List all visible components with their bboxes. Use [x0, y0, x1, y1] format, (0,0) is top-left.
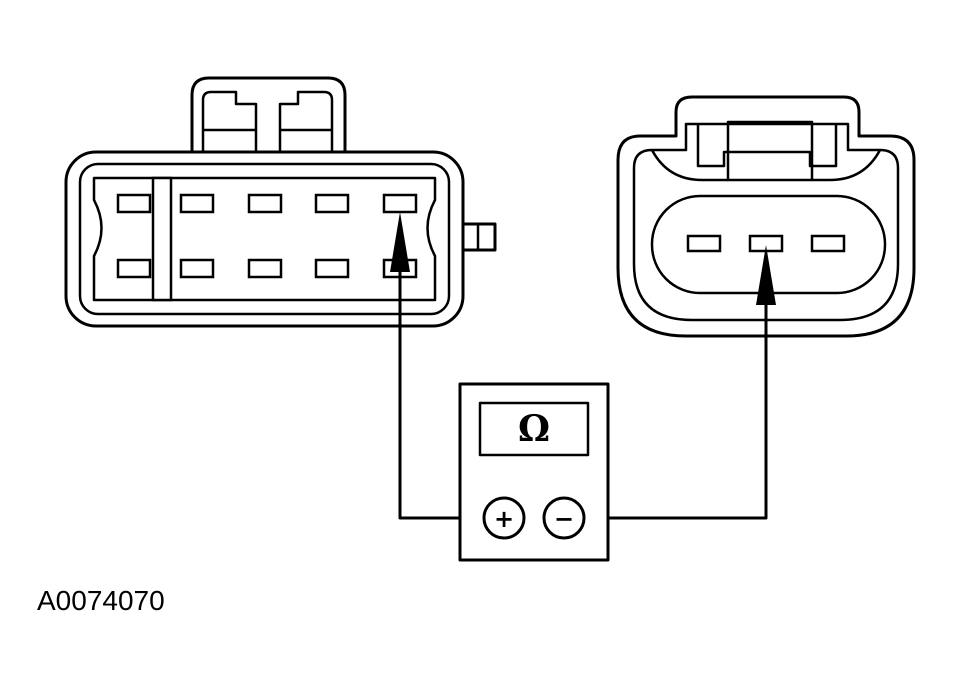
left-connector-key-bar — [151, 176, 173, 302]
ohmmeter-display — [478, 401, 590, 457]
left-pin-top-4 — [314, 193, 350, 214]
negative-test-lead — [582, 245, 776, 520]
positive-probe-tip-icon — [390, 212, 410, 272]
left-connector-lock-tab — [190, 76, 347, 152]
negative-terminal-icon — [542, 496, 586, 540]
ohmmeter: Ω + − — [458, 382, 610, 562]
right-pin-1 — [686, 234, 722, 253]
left-connector-10-pin — [64, 76, 497, 328]
positive-terminal-label: + — [494, 505, 514, 533]
left-pin-bottom-3 — [247, 258, 283, 279]
right-connector-inner-outline — [632, 122, 900, 322]
left-pin-top-5 — [382, 193, 418, 214]
left-pin-bottom-2 — [179, 258, 215, 279]
right-connector-latch — [696, 124, 838, 168]
left-pin-top-2 — [179, 193, 215, 214]
negative-lead-wire — [582, 293, 768, 520]
right-connector-housing — [616, 95, 916, 338]
left-connector-cavity — [92, 176, 437, 302]
positive-terminal-icon — [482, 496, 526, 540]
left-connector-lock-detail — [201, 90, 334, 152]
ohm-symbol: Ω — [518, 408, 550, 450]
right-connector-latch-window — [726, 120, 814, 182]
right-connector-latch-curve-right — [812, 149, 882, 182]
left-pin-bottom-1 — [116, 258, 152, 279]
left-pin-top-3 — [247, 193, 283, 214]
right-connector-3-pin — [616, 95, 916, 338]
left-pin-top-1 — [116, 193, 152, 214]
negative-terminal-label: − — [554, 505, 574, 533]
right-pin-3 — [810, 234, 846, 253]
positive-test-lead — [390, 212, 486, 520]
negative-probe-tip-icon — [756, 245, 776, 305]
positive-lead-wire — [398, 258, 486, 520]
right-connector-latch-curve-left — [650, 149, 728, 182]
figure-id-label: A0074070 — [37, 585, 165, 616]
left-connector-inner-border — [78, 162, 451, 316]
ohmmeter-body — [458, 382, 610, 562]
left-pin-bottom-4 — [314, 258, 350, 279]
